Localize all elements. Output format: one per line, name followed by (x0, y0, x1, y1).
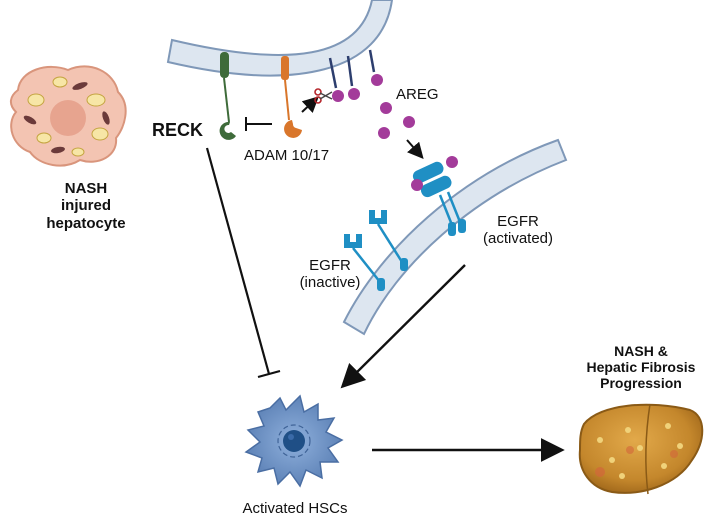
adam-label: ADAM 10/17 (244, 147, 330, 164)
areg-label: AREG (396, 86, 439, 103)
hepatocyte-label-line-1: NASH (64, 180, 108, 197)
egfr-activated (411, 156, 466, 236)
adam-protease (281, 56, 302, 138)
progression-label-line-1: NASH & (614, 343, 668, 359)
egfr-inactive-label-line-1: EGFR (309, 257, 351, 274)
stellate-cell-icon (244, 394, 344, 488)
areg-to-egfr-arrow (406, 139, 424, 160)
scissors-icon (314, 88, 333, 104)
liver-organ-icon (578, 403, 704, 495)
egfr-inactive-label: EGFR (inactive) (282, 257, 378, 292)
top-cell-membrane (166, 0, 394, 77)
hsc-cell-membrane (342, 138, 568, 336)
progression-label: NASH & Hepatic Fibrosis Progression (566, 343, 714, 391)
egfr-to-hsc-arrow (340, 264, 466, 389)
egfr-activated-label: EGFR (activated) (470, 213, 566, 248)
hsc-label: Activated HSCs (242, 500, 348, 517)
adam-cleavage-arrow (301, 96, 319, 114)
hepatocyte-cell-icon (10, 65, 127, 167)
egfr-inactive-2 (344, 234, 385, 291)
reck-label: RECK (152, 120, 204, 140)
hepatocyte-label-line-2: injured (60, 197, 111, 215)
egfr-activated-label-line-1: EGFR (497, 213, 539, 230)
egfr-activated-label-line-2: (activated) (482, 230, 554, 248)
membrane-bound-areg (328, 49, 383, 102)
released-areg-ligands (378, 102, 415, 139)
egfr-inactive-1 (369, 210, 408, 271)
progression-label-line-3: Progression (600, 375, 682, 392)
reck-inhibits-hsc-line (205, 147, 281, 379)
egfr-inactive-label-line-2: (inactive) (299, 274, 361, 292)
hepatocyte-label-line-3: hepatocyte (46, 214, 126, 232)
hepatocyte-label: NASH injured hepatocyte (36, 180, 136, 232)
reck-protein (219, 52, 236, 140)
reck-inhibits-adam-line (245, 117, 272, 131)
progression-label-line-2: Hepatic Fibrosis (586, 359, 696, 376)
